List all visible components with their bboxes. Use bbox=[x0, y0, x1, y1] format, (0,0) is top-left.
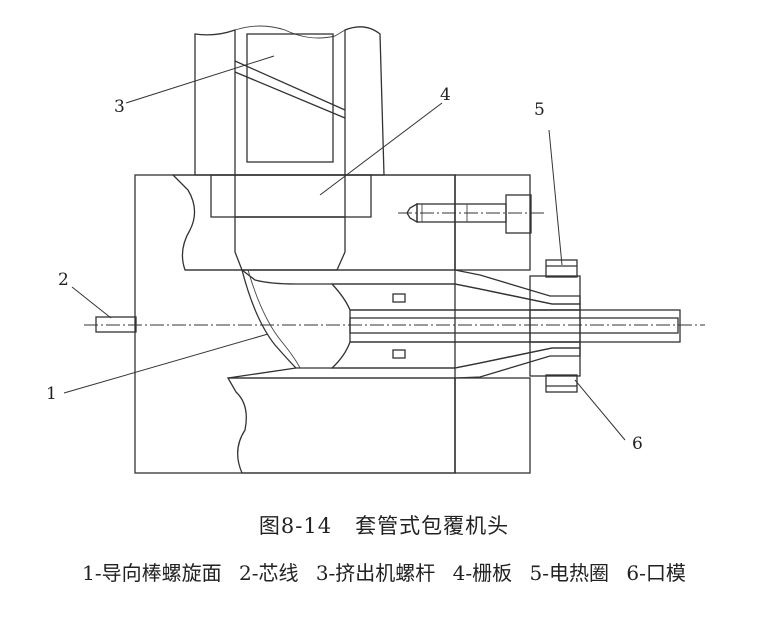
guide-rod-hatch-lower bbox=[330, 341, 581, 369]
callout-label-1: 1 bbox=[46, 384, 57, 404]
melt-inlet-channel bbox=[234, 216, 346, 271]
heater-ring-bottom bbox=[545, 374, 578, 393]
screw-flight bbox=[234, 60, 346, 111]
figure-number: 图8-14 bbox=[258, 514, 333, 538]
die-body-outline bbox=[134, 174, 456, 474]
legend-item-3: 3-挤出机螺杆 bbox=[315, 561, 436, 585]
core-wire-center bbox=[349, 309, 681, 343]
breaker-plate-hole bbox=[234, 174, 346, 218]
callout-5: 5 bbox=[534, 100, 563, 266]
bolt bbox=[398, 194, 544, 234]
bolt-head bbox=[505, 194, 532, 234]
screw-part-3 bbox=[234, 33, 346, 163]
extruder-barrel bbox=[194, 25, 385, 176]
legend-item-4: 4-栅板 bbox=[452, 561, 513, 585]
guide-rod-hatch-upper bbox=[330, 283, 581, 311]
leader-line-1 bbox=[63, 333, 269, 394]
figure-title: 套管式包覆机头 bbox=[355, 514, 510, 538]
callout-1: 1 bbox=[46, 333, 269, 404]
barrel-left-wall bbox=[194, 29, 236, 176]
die-bore bbox=[529, 309, 581, 343]
callout-6: 6 bbox=[574, 379, 643, 454]
upper-channel bbox=[185, 269, 581, 305]
heater-ring-part-5 bbox=[545, 259, 578, 393]
barrel-break-line bbox=[234, 25, 346, 39]
leader-line-2 bbox=[71, 286, 112, 319]
guide-rod-helical-surface-2 bbox=[247, 269, 301, 369]
parts-legend: 1-导向棒螺旋面 2-芯线 3-挤出机螺杆 4-栅板 5-电热圈 6-口模 bbox=[0, 557, 768, 586]
callout-4: 4 bbox=[319, 85, 451, 196]
die-ring bbox=[529, 275, 581, 377]
callout-label-2: 2 bbox=[58, 270, 69, 290]
callout-label-5: 5 bbox=[534, 100, 545, 120]
legend-item-6: 6-口模 bbox=[626, 561, 686, 585]
extrusion-head-cross-section: 1 2 3 4 5 6 bbox=[46, 25, 705, 474]
callout-label-6: 6 bbox=[632, 434, 643, 454]
die-body-upper-hatch bbox=[171, 174, 456, 271]
flange-lower bbox=[454, 377, 531, 474]
leader-line-5 bbox=[548, 129, 563, 266]
guide-rod-step-upper bbox=[392, 293, 406, 303]
flange-block bbox=[454, 174, 531, 474]
bolt-tip bbox=[406, 202, 418, 224]
die-body-lower-hatch bbox=[226, 377, 456, 474]
callout-label-3: 3 bbox=[114, 97, 125, 117]
callout-label-4: 4 bbox=[440, 85, 451, 105]
guide-rod-step-lower bbox=[392, 349, 406, 359]
die-part-6 bbox=[529, 275, 581, 377]
annular-flow-channel bbox=[185, 269, 581, 379]
legend-item-5: 5-电热圈 bbox=[529, 561, 609, 585]
core-wire-part-2 bbox=[84, 309, 705, 343]
legend-item-2: 2-芯线 bbox=[238, 561, 299, 585]
callout-2: 2 bbox=[58, 270, 112, 319]
legend-item-1: 1-导向棒螺旋面 bbox=[82, 561, 222, 585]
leader-line-6 bbox=[574, 379, 626, 441]
callout-3: 3 bbox=[114, 55, 275, 117]
leader-line-4 bbox=[319, 102, 443, 196]
guide-rod-part-1 bbox=[241, 269, 581, 369]
leader-line-3 bbox=[125, 55, 275, 104]
guide-rod-helical-surface bbox=[241, 269, 297, 369]
die-body bbox=[134, 174, 456, 474]
figure-caption: 图8-14 套管式包覆机头 bbox=[0, 510, 768, 540]
screw-flight-2 bbox=[234, 71, 346, 119]
screw-body bbox=[246, 33, 334, 163]
barrel-right-wall bbox=[344, 26, 385, 176]
